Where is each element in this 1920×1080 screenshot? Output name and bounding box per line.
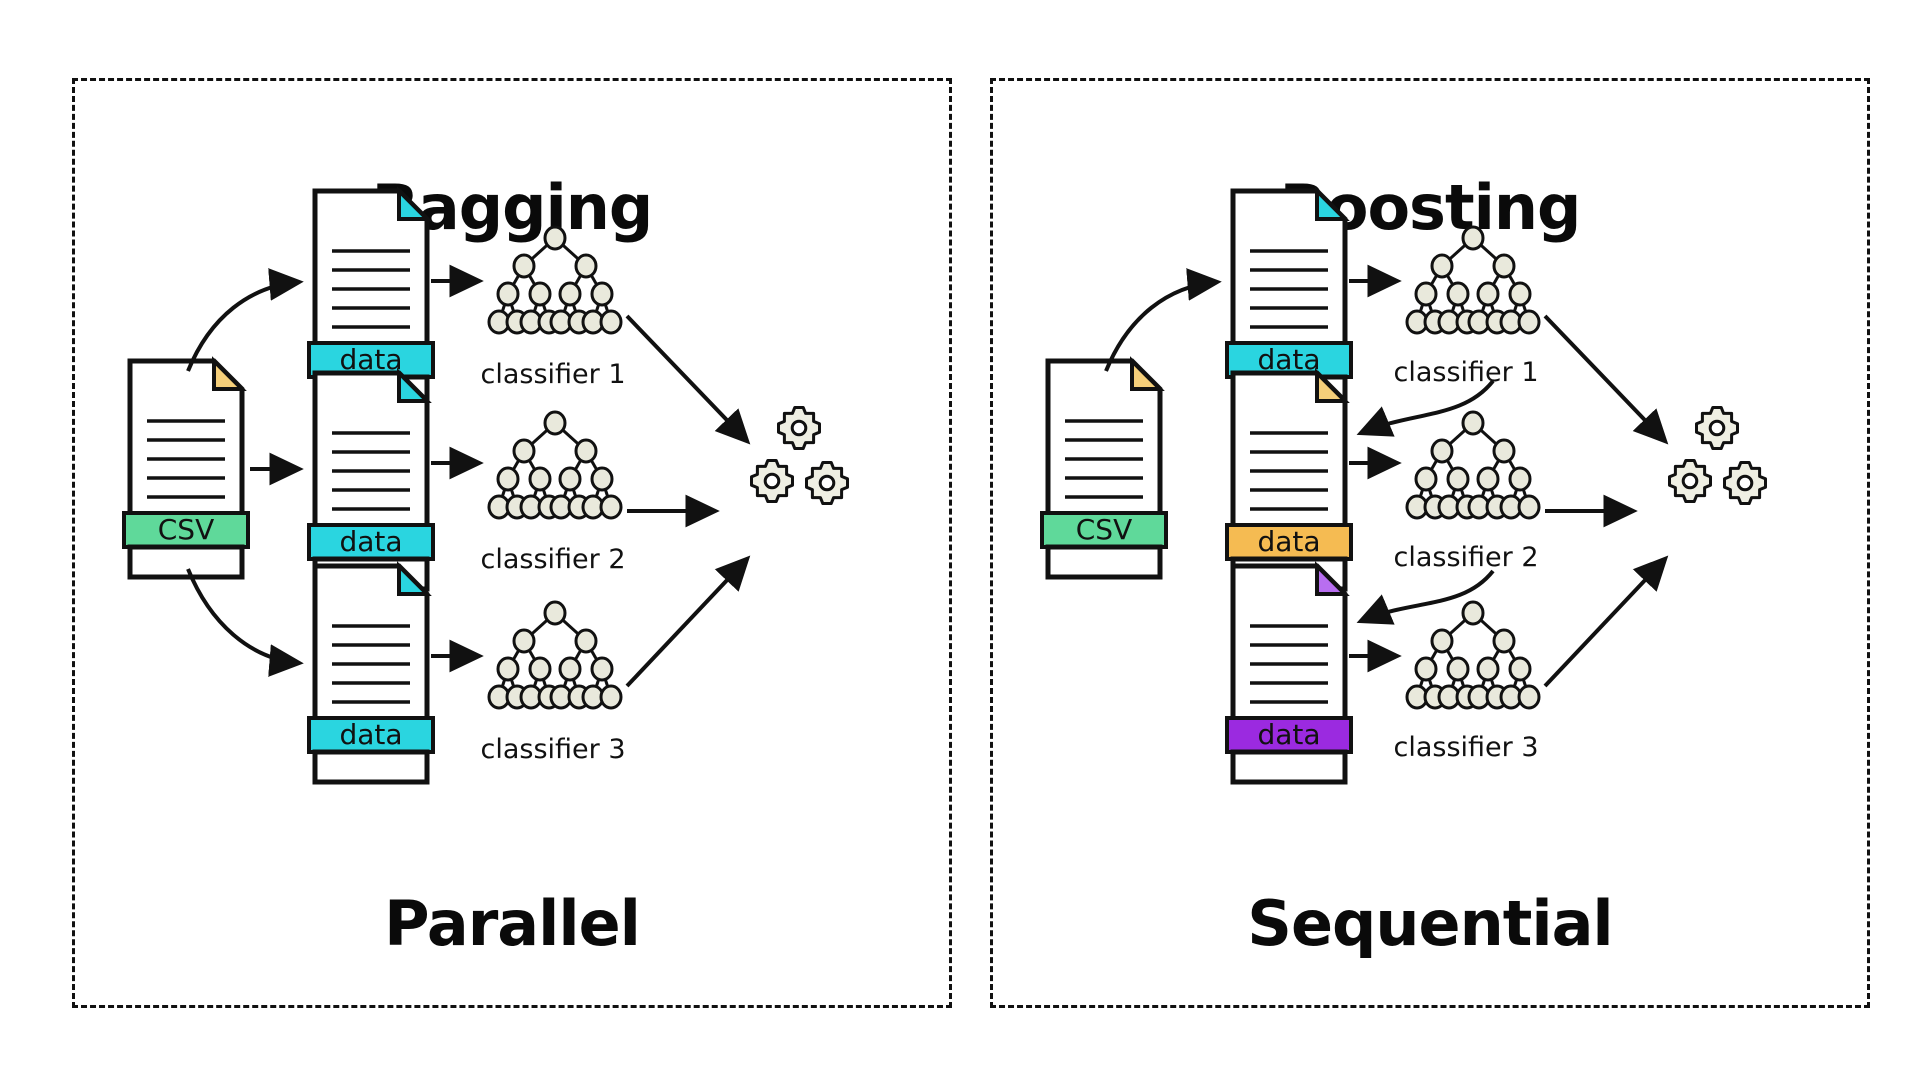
gear-icon-left [750,459,794,503]
source-document-label: CSV [157,513,215,546]
arrow-csv-to-data-1 [1104,268,1222,372]
arrow-classifier2-to-data3 [1356,569,1495,625]
classifier-3-label: classifier 3 [1393,732,1539,763]
panel-boosting-title-bottom: Sequential [1247,887,1613,960]
classifier-1-label: classifier 1 [480,359,626,390]
arrow-csv-to-data-3 [186,568,304,677]
gear-icon-right [1723,461,1767,505]
data-document-2-label: data [339,525,403,558]
arrow-csv-to-data-1 [186,268,304,372]
data-document-3 [1225,561,1353,785]
panel-bagging-title-bottom: Parallel [384,887,641,960]
classifier-tree-2 [1405,410,1541,520]
classifier-tree-3 [487,600,623,710]
gear-icon-top [777,406,821,450]
classifier-tree-1 [1405,225,1541,335]
aggregator-gears [1668,406,1767,505]
classifier-tree-2 [487,410,623,520]
arrow-classifier1-to-gears [1543,314,1669,445]
classifier-tree-1 [487,225,623,335]
classifier-3-label: classifier 3 [480,734,626,765]
gear-icon-right [805,461,849,505]
data-document-3-label: data [1257,718,1321,751]
data-document-1-label: data [339,343,403,376]
aggregator-gears [750,406,849,505]
arrow-classifier1-to-gears [625,314,751,445]
classifier-2-label: classifier 2 [480,544,626,575]
panel-boosting: Boosting Sequential [990,78,1870,1008]
gear-icon-left [1668,459,1712,503]
arrow-classifier1-to-data2 [1356,379,1495,437]
data-document-2-label: data [1257,525,1321,558]
arrow-classifier3-to-gears [625,555,751,688]
data-document-1-label: data [1257,343,1321,376]
classifier-1-label: classifier 1 [1393,357,1539,388]
data-document-3 [307,561,435,785]
panel-bagging: Bagging Parallel [72,78,952,1008]
classifier-tree-3 [1405,600,1541,710]
bagging-graphics [122,186,849,785]
data-document-3-label: data [339,718,403,751]
source-document-csv [122,356,250,580]
boosting-graphics [1040,186,1767,785]
gear-icon-top [1695,406,1739,450]
source-document-csv [1040,356,1168,580]
source-document-label: CSV [1075,513,1133,546]
classifier-2-label: classifier 2 [1393,542,1539,573]
arrow-classifier3-to-gears [1543,555,1669,688]
